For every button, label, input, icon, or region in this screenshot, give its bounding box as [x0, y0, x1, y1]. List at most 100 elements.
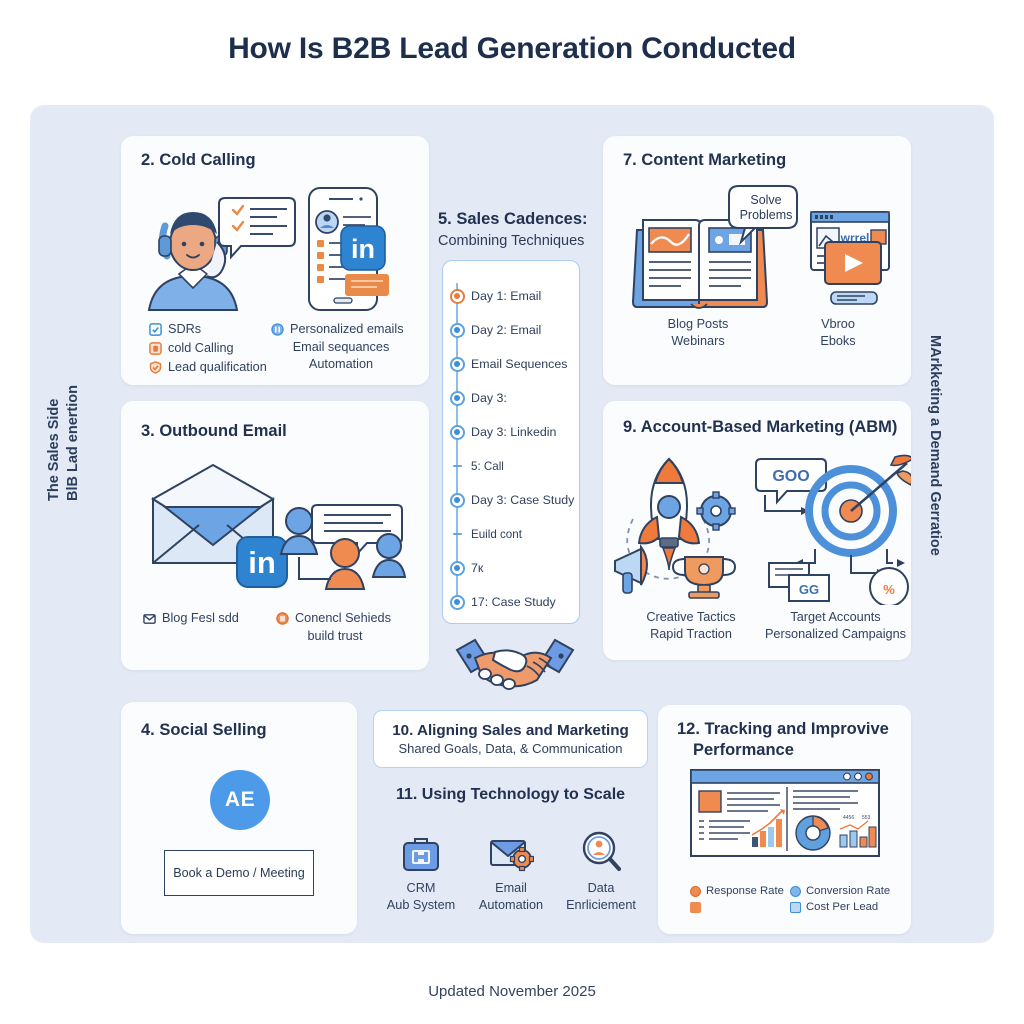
content-marketing-right-caption: Vbroo Eboks	[820, 317, 856, 348]
card-social-selling[interactable]: 4. Social Selling AE Book a Demo / Meeti…	[121, 702, 357, 934]
technology-items: CRM Aub System Email Automation	[380, 828, 642, 914]
legend-label: Conversion Rate	[806, 885, 891, 897]
shield-check-icon	[149, 361, 162, 374]
cadence-item[interactable]: Day 2: Email	[443, 313, 581, 347]
legend-swatch-cost-per-lead	[790, 901, 801, 913]
cadence-marker-dash	[443, 464, 471, 468]
legend-swatch-conversion-rate	[790, 885, 801, 897]
cadence-marker	[443, 560, 471, 576]
cadence-item[interactable]: 7к	[443, 551, 581, 585]
svg-text:in: in	[351, 234, 375, 264]
cadence-marker-orange	[443, 288, 471, 304]
cadence-item[interactable]: 17: Case Study	[443, 585, 581, 619]
cold-calling-right-bullets: Personalized emails Email sequances Auto…	[271, 320, 421, 373]
alignment-callout: 10. Aligning Sales and Marketing Shared …	[373, 710, 648, 768]
open-book-icon	[631, 219, 769, 309]
briefcase-crm-icon	[403, 838, 439, 871]
card-title-outbound-email: 3. Outbound Email	[141, 422, 287, 440]
trophy-icon	[671, 556, 737, 599]
bubble-line1: Solve	[750, 193, 781, 207]
side-label-right: MArkketing a Demand Gerratioe	[927, 335, 943, 556]
cold-calling-left-bullets: SDRs cold Calling Lead qualification	[149, 320, 267, 377]
outbound-email-right-caption: Conencl Sehieds build trust	[276, 609, 416, 645]
alignment-title: 10. Aligning Sales and Marketing	[392, 722, 629, 739]
cadence-item[interactable]: Day 3:	[443, 381, 581, 415]
caption-label: Conencl Sehieds	[295, 611, 391, 625]
magnifier-person-icon	[582, 831, 621, 871]
headset-agent-icon	[147, 212, 239, 311]
bar-chart-mini	[751, 809, 785, 847]
cadence-item[interactable]: 5: Call	[443, 449, 581, 483]
speech-bubble-solve-problems: Solve Problems	[728, 185, 798, 246]
circle-badge-icon	[276, 612, 289, 625]
side-label-left-line1: The Sales Side	[46, 398, 62, 502]
cadence-rail	[456, 283, 458, 605]
bubble-line2: Problems	[740, 208, 793, 222]
card-cold-calling[interactable]: 2. Cold Calling	[121, 136, 429, 385]
card-title-cold-calling: 2. Cold Calling	[141, 151, 256, 169]
page-title: How Is B2B Lead Generation Conducted	[228, 32, 796, 65]
cadence-item[interactable]: Euild cont	[443, 517, 581, 551]
legend-label: Cost Per Lead	[806, 901, 879, 913]
bullet-personalized-emails: Personalized emails	[271, 320, 421, 339]
rocket-icon	[614, 457, 737, 599]
bubble-text: GOO	[772, 468, 809, 485]
outbound-email-illustration: in	[151, 463, 407, 590]
bullet-sdrs: SDRs	[149, 320, 267, 339]
card-title-social-selling: 4. Social Selling	[141, 721, 267, 739]
svg-text:553: 553	[862, 815, 871, 821]
cadence-marker	[443, 322, 471, 338]
cadence-marker	[443, 594, 471, 610]
cadence-marker	[443, 356, 471, 372]
phone-linkedin-icon: in	[308, 187, 389, 311]
abm-right-caption: Target Accounts Personalized Campaigns	[764, 610, 907, 641]
legend-swatch-unlabeled	[690, 901, 701, 913]
alignment-subtitle: Shared Goals, Data, & Communication	[398, 741, 623, 756]
bullet-label: Personalized emails	[290, 322, 404, 336]
content-marketing-illustration: Solve Problems wrrel	[631, 185, 890, 309]
network-people-icon	[279, 504, 407, 590]
checkbox-icon	[149, 323, 162, 336]
cadence-item[interactable]: Day 1: Email	[443, 279, 581, 313]
side-label-left-line2: BlB Lad enertion	[65, 385, 81, 502]
cadence-item[interactable]: Day 3: Linkedin	[443, 415, 581, 449]
tech-item-data-enrichment[interactable]: Data Enrliciement	[560, 828, 642, 914]
card-title-content-marketing: 7. Content Marketing	[623, 151, 787, 169]
card-tracking[interactable]: 12. Tracking and Improvive Performance	[658, 705, 911, 934]
abm-illustration: GOO GG %	[614, 454, 911, 605]
legend-item: Response Rate	[690, 885, 790, 897]
gear-icon	[696, 491, 736, 531]
cadence-marker-dash	[443, 532, 471, 536]
book-demo-button[interactable]: Book a Demo / Meeting	[164, 850, 314, 896]
tech-item-email-automation[interactable]: Email Automation	[470, 828, 552, 914]
legend-item: Conversion Rate	[790, 885, 895, 897]
bullet-label: SDRs	[168, 322, 202, 336]
avatar: AE	[210, 770, 270, 830]
checklist-bubble-icon	[218, 197, 296, 260]
legend-label: Response Rate	[706, 885, 784, 897]
envelope-outline-icon	[143, 614, 156, 624]
caption-label: Blog Fesl sdd	[162, 611, 239, 625]
card-content-marketing[interactable]: 7. Content Marketing Solve Problems	[603, 136, 911, 385]
circle-info-icon	[271, 323, 284, 336]
card-abm[interactable]: 9. Account-Based Marketing (ABM)	[603, 401, 911, 660]
target-arrow-icon: GOO GG %	[755, 454, 911, 605]
bullet-label: cold Calling	[168, 341, 234, 355]
video-browser-icon: wrrel	[810, 211, 890, 305]
legend-item: Cost Per Lead	[790, 901, 895, 913]
content-marketing-left-caption: Blog Posts Webinars	[667, 317, 729, 348]
side-label-left: The Sales Side BlB Lad enertion	[45, 385, 83, 501]
megaphone-icon	[614, 543, 648, 594]
analytics-dashboard-icon: 4456 553	[690, 769, 880, 857]
linkedin-badge-icon: in	[236, 536, 288, 588]
card-title-abm: 9. Account-Based Marketing (ABM)	[623, 418, 898, 436]
footer-updated: Updated November 2025	[428, 983, 596, 1000]
tracking-legend: Response Rate Conversion Rate Cost Per L…	[690, 885, 895, 913]
cadence-item[interactable]: Email Sequences	[443, 347, 581, 381]
cold-calling-illustration: in	[147, 187, 389, 311]
legend-item	[690, 901, 790, 913]
card-outbound-email[interactable]: 3. Outbound Email in	[121, 401, 429, 670]
tech-item-crm[interactable]: CRM Aub System	[380, 828, 462, 914]
cadence-item[interactable]: Day 3: Case Study	[443, 483, 581, 517]
cadence-heading: 5. Sales Cadences: Combining Techniques	[438, 210, 588, 249]
